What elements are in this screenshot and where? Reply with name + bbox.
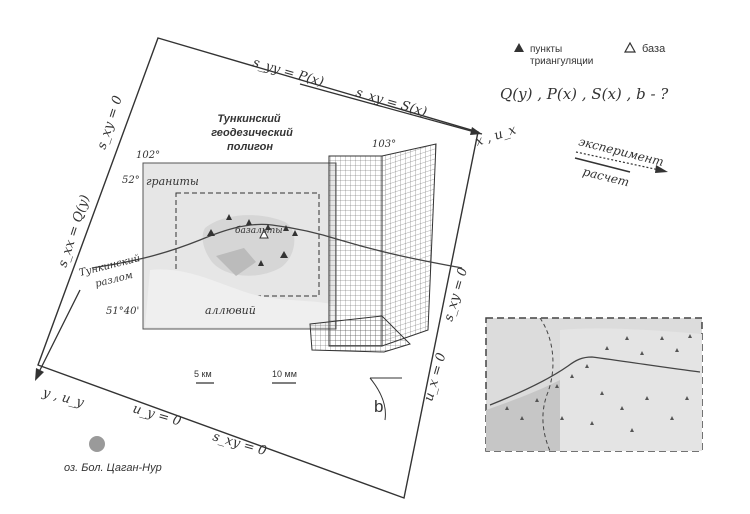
inset-point — [645, 396, 649, 400]
inset-point — [505, 406, 509, 410]
inset-point — [535, 398, 539, 402]
inset-point — [630, 428, 634, 432]
triangulation-point — [283, 225, 289, 231]
y-axis-arrowhead — [35, 368, 44, 381]
inset-point — [605, 346, 609, 350]
tunkinsky-fault — [91, 223, 463, 269]
polygon-title-line2: геодезический — [211, 127, 293, 139]
x-axis-label: x , u_x — [474, 122, 519, 149]
mesh-side — [381, 143, 437, 347]
basalts-label: базальты — [235, 225, 283, 236]
top-boundary-sxy-label: s_xy = S(x) — [354, 85, 429, 120]
inset-point — [640, 351, 644, 355]
inset-point — [590, 421, 594, 425]
latitude-52: 52° — [122, 175, 140, 186]
right-boundary-ux-label: u_x = 0 — [421, 351, 449, 403]
triangulation-point — [226, 214, 232, 220]
lake-label: оз. Бол. Цаган-Нур — [64, 462, 162, 474]
experiment-label: эксперимент — [577, 134, 665, 169]
triangulation-legend-label-2: триангуляции — [530, 56, 593, 67]
polygon-title-line1: Тункинский — [217, 113, 281, 125]
longitude-102: 102° — [136, 150, 160, 161]
triangulation-legend-label-1: пункты — [530, 44, 562, 55]
triangulation-legend-icon — [514, 43, 524, 52]
inset-point — [600, 391, 604, 395]
inset-points — [505, 334, 692, 432]
inset-point — [555, 384, 559, 388]
scale-km-label: 5 км — [194, 369, 212, 379]
triangulation-point — [258, 260, 264, 266]
inset-dashed-boundary — [539, 317, 554, 452]
map-dashed-frame — [175, 192, 320, 297]
right-boundary-sxy-label: s_xy = 0 — [441, 266, 471, 323]
inset-point — [560, 416, 564, 420]
inset-point — [675, 348, 679, 352]
y-axis-arrow — [35, 289, 81, 379]
polygon-title-line3: полигон — [227, 141, 273, 153]
bottom-boundary-sxy-label: s_xy = 0 — [211, 429, 268, 459]
triangulation-point — [207, 229, 215, 236]
alluvium-field — [145, 269, 334, 327]
scale-mm-label: 10 мм — [272, 369, 297, 379]
triangulation-point — [280, 251, 288, 258]
inset-point — [585, 364, 589, 368]
calculation-arrow — [574, 157, 631, 173]
inset-point — [625, 336, 629, 340]
inset-point — [620, 406, 624, 410]
y-axis-label: y , u_y — [40, 385, 86, 411]
inset-point — [688, 334, 692, 338]
calculation-label: расчет — [581, 164, 630, 189]
base-legend-label: база — [642, 43, 666, 55]
x-axis-arrowhead — [470, 127, 482, 135]
triangulation-point — [292, 230, 298, 236]
lake-blob — [89, 436, 105, 452]
longitude-103: 103° — [372, 139, 396, 150]
inset-light-region — [560, 328, 702, 451]
x-axis-arrow — [299, 83, 483, 135]
inset-point — [660, 336, 664, 340]
inset-point — [685, 396, 689, 400]
inset-point — [670, 416, 674, 420]
latitude-5140: 51°40' — [106, 306, 139, 317]
big-arrow — [216, 248, 256, 276]
triangulation-point — [246, 219, 252, 225]
inset-point — [520, 416, 524, 420]
model-domain-boundary — [37, 37, 479, 499]
mesh-bottom — [309, 315, 411, 353]
inset-dark-band — [486, 380, 560, 451]
triangulation-point — [265, 224, 271, 230]
base-point — [259, 228, 269, 239]
alluvium-label: аллювий — [205, 304, 256, 317]
base-legend-icon — [623, 41, 637, 53]
b-offset-arc — [369, 377, 386, 421]
granites-label: граниты — [146, 175, 199, 188]
unknowns-label: Q(y) , P(x) , S(x) , b - ? — [500, 85, 669, 103]
inset-fault — [489, 356, 701, 406]
triangulation-points — [207, 214, 298, 266]
inset-point — [570, 374, 574, 378]
bottom-boundary-uy-label: u_y = 0 — [131, 401, 183, 429]
b-label: b — [374, 397, 383, 416]
left-boundary-sxy-label: s_xy = 0 — [95, 94, 126, 151]
experiment-arrowhead — [655, 165, 668, 173]
experiment-arrow — [575, 151, 665, 172]
top-boundary-syy-label: s_yy = P(x) — [251, 55, 326, 90]
